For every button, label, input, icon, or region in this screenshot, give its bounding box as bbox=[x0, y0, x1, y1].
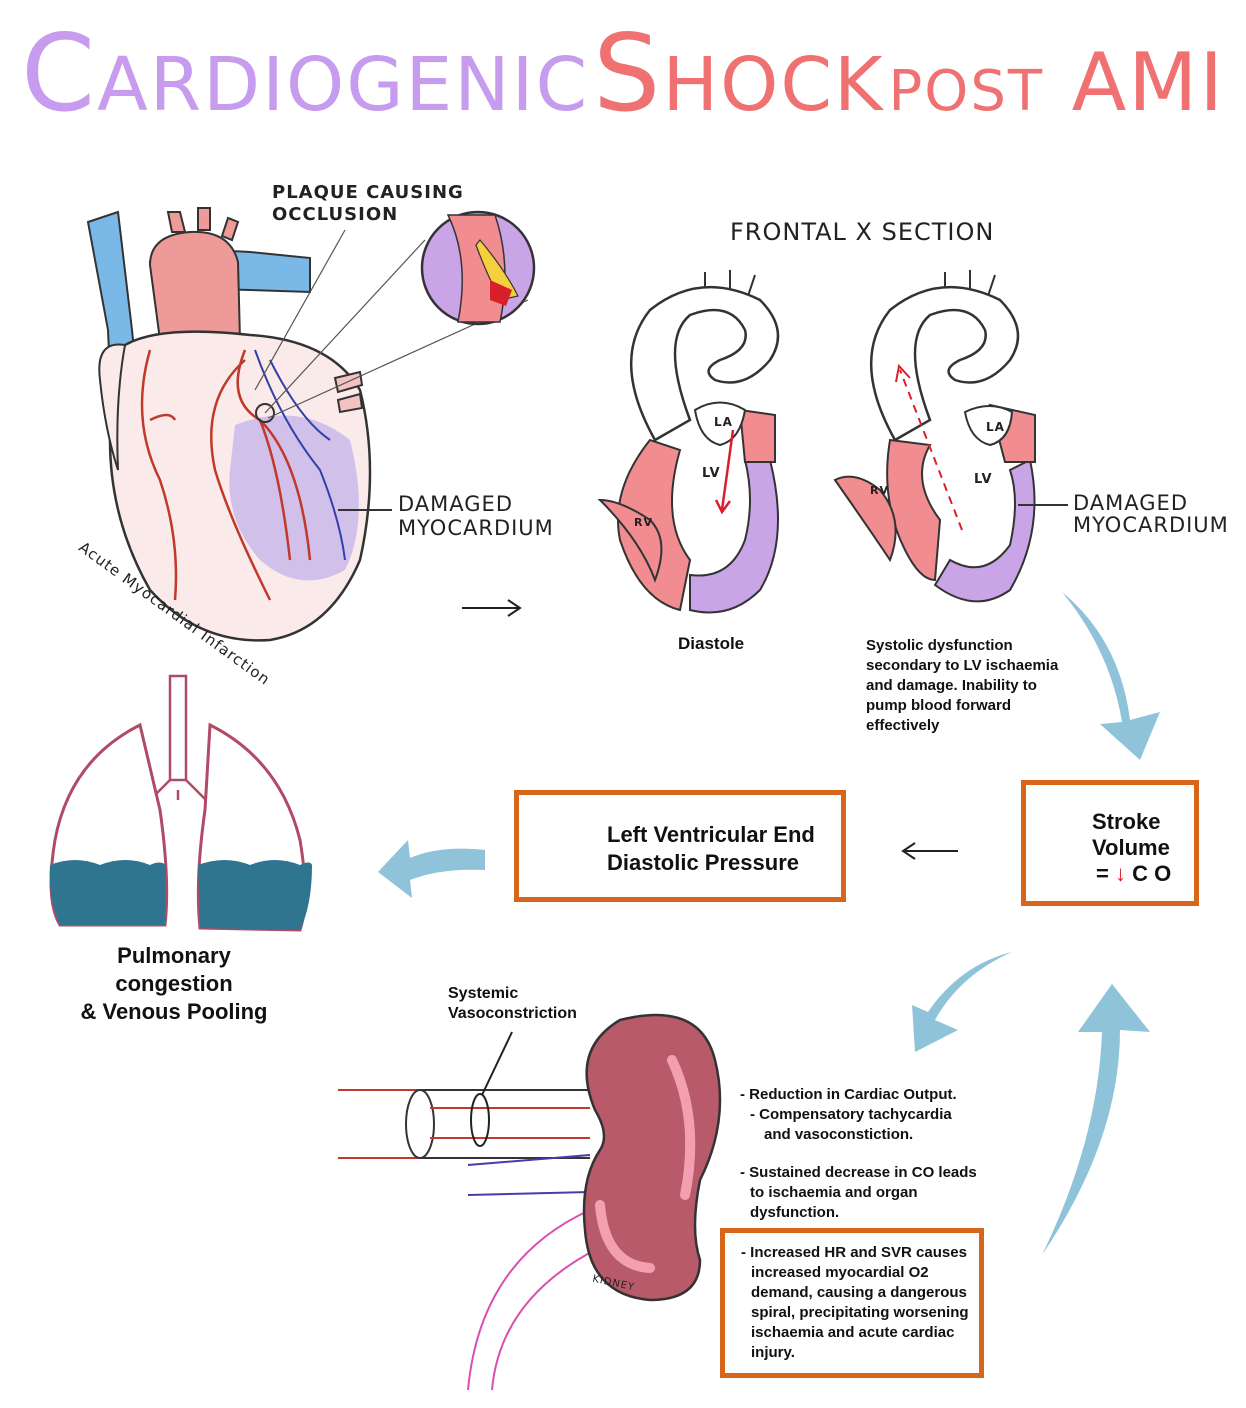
bullet-line: - Sustained decrease in CO leads bbox=[740, 1164, 977, 1181]
kidney-illustration bbox=[338, 1013, 722, 1391]
systolic-line: effectively bbox=[866, 717, 940, 734]
bullet-line: demand, causing a dangerous bbox=[751, 1284, 967, 1301]
plaque-label: PLAQUE CAUSING OCCLUSION bbox=[272, 182, 464, 226]
vaso-line2: Vasoconstriction bbox=[448, 1005, 577, 1022]
lvedp-box: Left Ventricular End Diastolic Pressure bbox=[514, 790, 846, 902]
page-title: Cardiogenic Shock post AMI bbox=[0, 12, 1246, 135]
lvedp-line2: Diastolic Pressure bbox=[607, 850, 799, 875]
damaged-myocardium-area bbox=[229, 415, 359, 581]
bullet-line: - Compensatory tachycardia bbox=[750, 1106, 952, 1123]
section-damaged-label: DAMAGED MYOCARDIUM bbox=[1073, 492, 1229, 536]
lvedp-line1: Left Ventricular End bbox=[607, 822, 815, 847]
arrow-up-feedback bbox=[1042, 984, 1150, 1255]
lv-wall-purple bbox=[689, 459, 779, 614]
title-post-ami: post AMI bbox=[888, 36, 1225, 129]
co-text: C O bbox=[1132, 861, 1172, 886]
bullet-box-spiral: - Increased HR and SVR causes increased … bbox=[720, 1228, 984, 1378]
co-down-arrow-icon: ↓ bbox=[1114, 861, 1126, 886]
diastole-la-label: LA bbox=[714, 415, 733, 429]
vaso-line1: Systemic bbox=[448, 985, 519, 1002]
stroke-volume-box: Stroke Volume = ↓ C O bbox=[1021, 780, 1199, 906]
bullet-line: ischaemia and acute cardiac bbox=[751, 1324, 955, 1341]
bullet-line: - Reduction in Cardiac Output. bbox=[740, 1086, 957, 1103]
diastole-caption: Diastole bbox=[678, 634, 745, 653]
bullet-line: to ischaemia and organ bbox=[750, 1184, 918, 1201]
lungs-caption: Pulmonary congestion & Venous Pooling bbox=[58, 942, 290, 1026]
co-equals: = bbox=[1096, 861, 1109, 886]
bullet-line: dysfunction. bbox=[750, 1204, 840, 1221]
heart-damaged-line1: DAMAGED bbox=[398, 492, 513, 516]
systole-lv-wall-pink bbox=[886, 438, 942, 582]
arrow-to-kidney bbox=[912, 952, 1012, 1052]
right-lung-fluid bbox=[198, 860, 312, 930]
lungs-caption-line1: Pulmonary congestion bbox=[115, 943, 233, 996]
bullet-cardiac-output: - Reduction in Cardiac Output. - Compens… bbox=[740, 1085, 957, 1145]
stroke-co-line: = ↓ C O bbox=[1092, 861, 1171, 887]
arrow-to-lungs bbox=[378, 840, 485, 898]
lungs-caption-line2: & Venous Pooling bbox=[80, 999, 268, 1024]
section-damaged-line1: DAMAGED bbox=[1073, 491, 1188, 515]
bullet-spiral: - Increased HR and SVR causes increased … bbox=[741, 1243, 969, 1363]
bullet-line: injury. bbox=[751, 1344, 795, 1361]
bullet-sustained-decrease: - Sustained decrease in CO leads to isch… bbox=[740, 1163, 977, 1223]
systole-lv-wall-purple bbox=[933, 458, 1036, 603]
title-cardiogenic: Cardiogenic bbox=[21, 12, 590, 135]
heart-damaged-label: DAMAGED MYOCARDIUM bbox=[398, 492, 554, 540]
systolic-caption: Systolic dysfunction secondary to LV isc… bbox=[866, 636, 1058, 736]
section-damaged-line2: MYOCARDIUM bbox=[1073, 513, 1229, 537]
systolic-line: and damage. Inability to bbox=[866, 677, 1037, 694]
bullet-line: and vasoconstiction. bbox=[764, 1126, 914, 1143]
lungs-illustration bbox=[49, 674, 312, 932]
systole-lv-label: LV bbox=[974, 472, 993, 487]
systole-rv-label: RV bbox=[870, 484, 889, 497]
heart-damaged-line2: MYOCARDIUM bbox=[398, 516, 554, 540]
heart-illustration bbox=[86, 207, 536, 642]
section-title: FRONTAL X SECTION bbox=[730, 218, 995, 246]
plaque-label-line1: PLAQUE CAUSING bbox=[272, 182, 464, 203]
arrow-to-stroke-volume bbox=[1062, 592, 1160, 760]
systole-la-label: LA bbox=[986, 420, 1005, 434]
cross-section-systole bbox=[833, 270, 1068, 603]
bullet-line: - Increased HR and SVR causes bbox=[741, 1244, 967, 1261]
bullet-line: spiral, precipitating worsening bbox=[751, 1304, 969, 1321]
title-shock: Shock bbox=[593, 12, 885, 135]
bullet-line: increased myocardial O2 bbox=[751, 1264, 929, 1281]
stroke-line1: Stroke bbox=[1092, 809, 1161, 834]
kidney-shape bbox=[582, 1013, 722, 1302]
vasoconstriction-label: Systemic Vasoconstriction bbox=[448, 984, 577, 1024]
aorta bbox=[148, 230, 242, 341]
plaque-label-line2: OCCLUSION bbox=[272, 204, 399, 225]
systolic-line: pump blood forward bbox=[866, 697, 1011, 714]
systolic-line: secondary to LV ischaemia bbox=[866, 657, 1059, 674]
flow-arrows bbox=[378, 592, 1160, 1255]
diastole-rv-label: RV bbox=[634, 516, 653, 529]
cross-section-diastole bbox=[597, 270, 780, 614]
diastole-lv-label: LV bbox=[702, 466, 721, 481]
systolic-line: Systolic dysfunction bbox=[866, 637, 1013, 654]
left-lung-fluid bbox=[49, 860, 166, 925]
stroke-line2: Volume bbox=[1092, 835, 1170, 860]
